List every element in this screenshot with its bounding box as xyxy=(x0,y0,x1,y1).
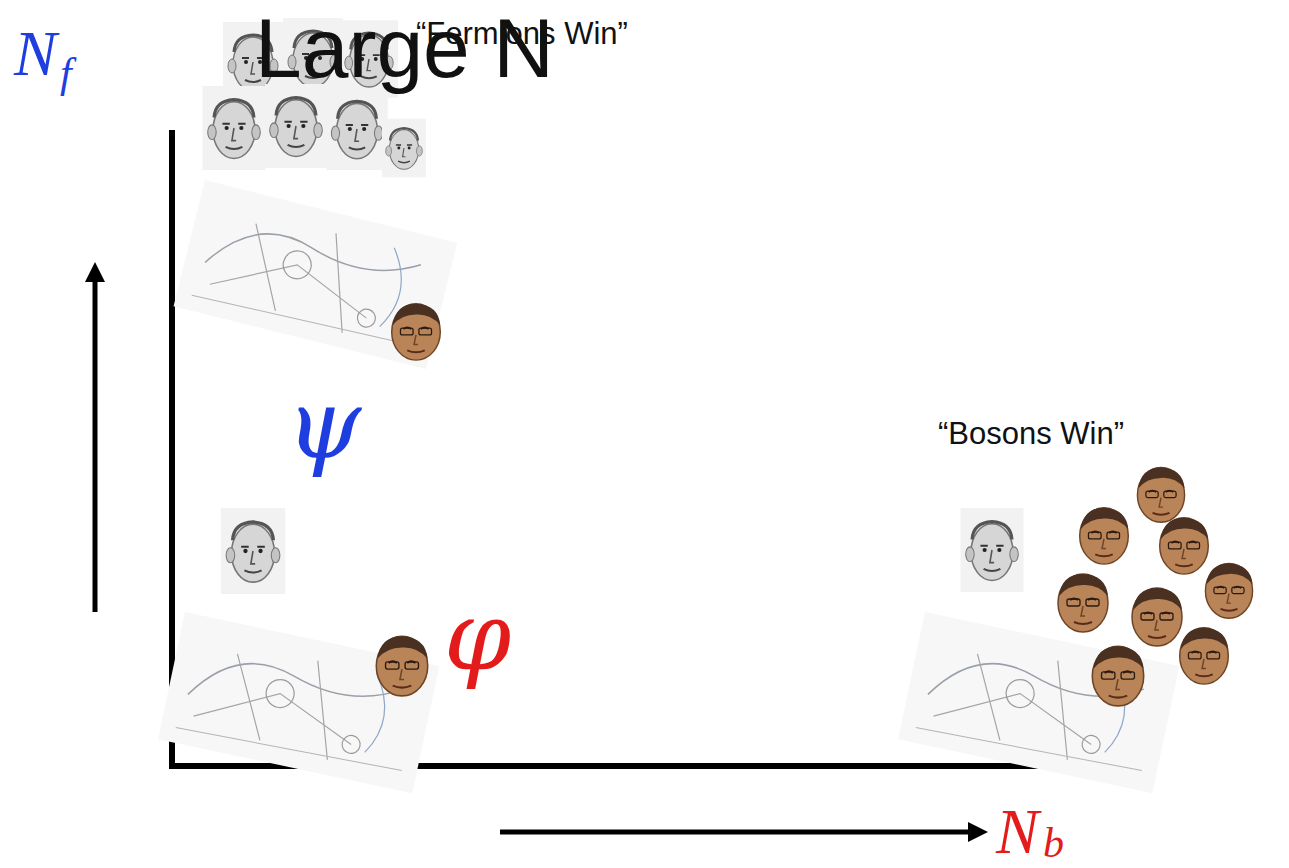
fermi-face xyxy=(221,508,286,594)
fermi-face xyxy=(203,86,266,170)
sketch-sheet xyxy=(898,612,1179,793)
axis-subscript: b xyxy=(1043,822,1064,864)
bose-face xyxy=(1137,468,1184,523)
bose-face xyxy=(376,636,427,696)
bose-face xyxy=(1180,628,1229,684)
axis-arrow xyxy=(93,272,98,612)
bose-face xyxy=(1092,646,1143,706)
symbol-label: ψ xyxy=(286,376,361,472)
bose-face xyxy=(1080,508,1129,564)
bose-face xyxy=(1205,564,1252,619)
axis-label: N xyxy=(14,22,57,86)
symbol-label: φ xyxy=(444,588,511,684)
fermi-face xyxy=(382,119,426,178)
bose-face xyxy=(392,304,441,360)
axis-arrow xyxy=(500,830,978,835)
axis-subscript: f xyxy=(60,52,72,94)
fermi-face xyxy=(326,88,388,170)
fermi-face xyxy=(265,84,328,168)
bose-face xyxy=(1160,518,1209,574)
bose-face xyxy=(1058,574,1108,632)
note-label: “Bosons Win” xyxy=(938,418,1124,449)
note-label: “Fermions Win” xyxy=(416,18,628,49)
axis-label: N xyxy=(996,800,1039,864)
bose-face xyxy=(1132,588,1182,646)
sketch-sheet xyxy=(158,612,439,793)
fermi-face xyxy=(961,508,1024,592)
sketch-sheet xyxy=(174,180,458,369)
